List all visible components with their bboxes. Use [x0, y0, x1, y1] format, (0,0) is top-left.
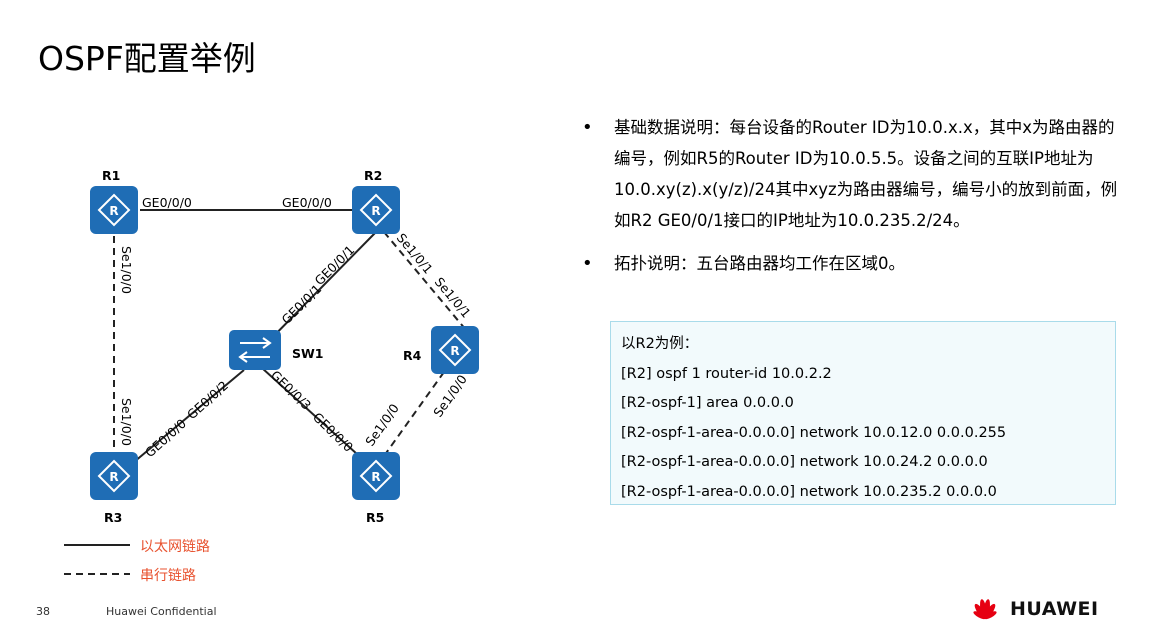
port-label-sw1-r5-a: GE0/0/3 [268, 367, 314, 412]
router-r1-icon [89, 185, 139, 235]
bullet-topology: • 拓扑说明：五台路由器均工作在区域0。 [582, 248, 1122, 279]
link-r2-r4 [383, 231, 467, 331]
bullet-topology-text: 拓扑说明：五台路由器均工作在区域0。 [614, 254, 905, 273]
bullet-dot-icon: • [582, 117, 593, 138]
router-r2-icon [351, 185, 401, 235]
switch-sw1-label: SW1 [292, 346, 324, 361]
bullet-basic-data-text: 基础数据说明：每台设备的Router ID为10.0.x.x，其中x为路由器的编… [614, 118, 1118, 230]
description-bullets: • 基础数据说明：每台设备的Router ID为10.0.x.x，其中x为路由器… [582, 112, 1122, 291]
config-example-box: 以R2为例： [R2] ospf 1 router-id 10.0.2.2 [R… [610, 321, 1116, 505]
router-r5-icon [351, 451, 401, 501]
router-r4-icon [430, 325, 480, 375]
port-label-r1-r3-b: Se1/0/0 [119, 398, 134, 446]
port-label-r3-sw1-b: GE0/0/2 [184, 378, 231, 423]
link-sw1-r5 [261, 367, 369, 465]
router-r5-label: R5 [366, 510, 384, 525]
port-label-r1-r2-a: GE0/0/0 [142, 195, 192, 210]
router-r4-label: R4 [403, 348, 422, 363]
port-label-r1-r2-b: GE0/0/0 [282, 195, 332, 210]
code-line: [R2-ospf-1-area-0.0.0.0] network 10.0.23… [621, 483, 997, 500]
code-line: [R2-ospf-1-area-0.0.0.0] network 10.0.12… [621, 424, 1007, 441]
router-r3-label: R3 [104, 510, 122, 525]
port-label-sw1-r5-b: GE0/0/0 [310, 409, 356, 454]
router-r1-label: R1 [102, 168, 120, 183]
switch-sw1-icon [229, 330, 281, 370]
port-label-r3-sw1-a: GE0/0/0 [142, 416, 189, 461]
port-label-r1-r3-a: Se1/0/0 [119, 246, 134, 294]
link-r3-sw1 [133, 369, 245, 463]
port-label-r4-r5-a: Se1/0/0 [430, 372, 470, 420]
port-label-r4-r5-b: Se1/0/0 [362, 401, 402, 449]
link-r4-r5 [383, 371, 445, 457]
page-number: 38 [36, 605, 50, 618]
code-line: [R2-ospf-1] area 0.0.0.0 [621, 395, 794, 411]
bullet-dot-icon: • [582, 253, 593, 274]
huawei-brand: HUAWEI [966, 596, 1099, 622]
huawei-logo-icon [973, 599, 997, 620]
router-r2-label: R2 [364, 168, 382, 183]
router-r3-icon [89, 451, 139, 501]
legend-serial-label: 串行链路 [140, 568, 196, 584]
bullet-basic-data: • 基础数据说明：每台设备的Router ID为10.0.x.x，其中x为路由器… [582, 112, 1122, 236]
confidential-label: Huawei Confidential [106, 605, 217, 618]
legend-ethernet-label: 以太网链路 [140, 539, 210, 555]
port-label-r2-sw1-a: GE0/0/1 [279, 281, 325, 327]
huawei-brand-text: HUAWEI [1010, 598, 1099, 620]
page-title: OSPF配置举例 [38, 39, 256, 78]
network-topology-diagram: R R1 R2 R3 R4 R5 SW1 GE0/0/0 GE0/0/0 Se1… [64, 168, 480, 584]
code-line: 以R2为例： [621, 336, 699, 352]
code-line: [R2-ospf-1-area-0.0.0.0] network 10.0.24… [621, 454, 988, 470]
port-label-r2-sw1-b: GE0/0/1 [312, 242, 358, 288]
code-line: [R2] ospf 1 router-id 10.0.2.2 [621, 365, 832, 382]
